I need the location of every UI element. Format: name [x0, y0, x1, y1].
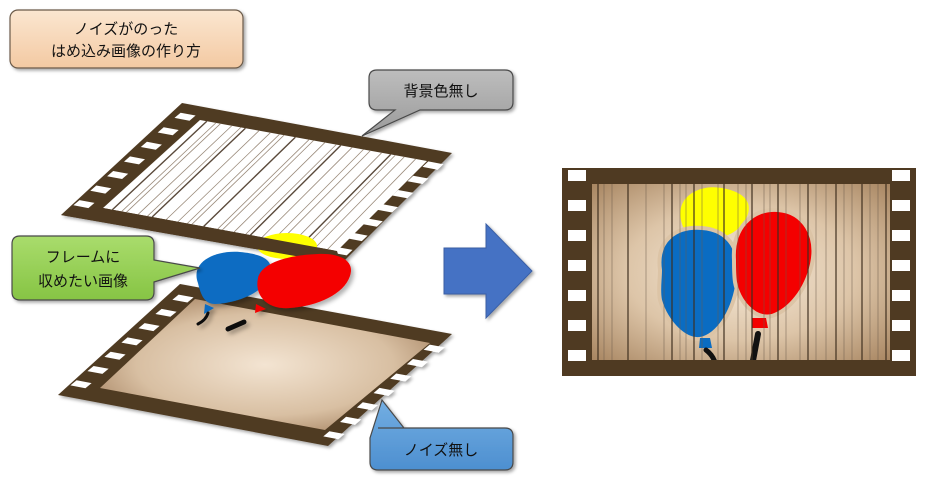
film-hole [157, 127, 179, 136]
balloon-blue-left [196, 251, 272, 304]
result-noise-lines [597, 184, 887, 360]
noise-line [186, 134, 280, 224]
noise-line [249, 144, 342, 236]
film-hole [361, 218, 383, 227]
film-hole [172, 294, 194, 303]
noise-line [245, 144, 337, 235]
film-hole [373, 387, 395, 396]
noise-line [301, 153, 392, 246]
film-hole [422, 161, 444, 170]
film-hole [892, 350, 910, 361]
film-hole [377, 204, 398, 213]
balloon-red-result [731, 207, 816, 319]
film-hole [155, 308, 177, 317]
film-hole [892, 290, 910, 301]
noise-line [121, 122, 217, 212]
noise-line [111, 120, 208, 211]
noise-line [191, 134, 285, 225]
film-hole [568, 170, 586, 181]
film-hole [124, 156, 145, 165]
result-balloons [657, 187, 816, 360]
callout-frame-image-line-1: フレームに [46, 248, 121, 266]
top-noise-lines [111, 120, 416, 250]
balloon-red-left [257, 253, 352, 309]
noise-line [292, 152, 382, 244]
top-film-holes [73, 112, 444, 256]
noise-line [222, 140, 314, 231]
film-hole [407, 175, 429, 184]
film-hole [568, 230, 586, 241]
title-box [9, 9, 244, 69]
film-hole [390, 373, 412, 382]
noise-line [177, 132, 271, 223]
callout-no-noise [369, 398, 514, 471]
film-hole [107, 171, 129, 179]
result-film-holes [568, 170, 910, 361]
film-hole [87, 366, 109, 374]
film-hole [568, 290, 586, 301]
title-line-2: はめ込み画像の作り方 [51, 42, 201, 60]
noise-line [147, 127, 242, 217]
film-hole [73, 200, 95, 209]
balloon-blue-result [657, 225, 741, 341]
film-hole [121, 337, 143, 346]
film-hole [356, 402, 378, 411]
right-arrow [443, 222, 533, 320]
film-hole [892, 260, 910, 271]
floating-balloons [196, 251, 352, 332]
title-line-1: ノイズがのった [74, 20, 179, 38]
film-hole [568, 350, 586, 361]
noise-line [233, 142, 326, 233]
film-hole [892, 320, 910, 331]
noise-line [126, 123, 221, 213]
film-hole [568, 260, 586, 271]
bottom-film-holes [70, 294, 445, 440]
film-hole [90, 185, 112, 194]
noise-line [273, 149, 364, 240]
noise-line [137, 125, 233, 215]
film-hole [892, 170, 910, 181]
film-hole [568, 320, 586, 331]
film-hole [138, 323, 160, 332]
noise-line [261, 147, 353, 238]
film-hole [568, 200, 586, 211]
callout-no-noise-text: ノイズ無し [404, 441, 479, 459]
film-hole [140, 141, 162, 150]
film-hole [406, 359, 428, 368]
film-hole [104, 351, 126, 360]
noise-line [151, 127, 246, 218]
film-hole [392, 190, 414, 199]
film-hole [323, 431, 345, 440]
noise-line [203, 136, 296, 227]
film-hole [892, 230, 910, 241]
film-hole [340, 416, 362, 425]
noise-line [327, 158, 416, 250]
noise-line [217, 139, 310, 230]
film-hole [423, 344, 445, 353]
film-hole [70, 380, 92, 389]
result-film-frame [562, 168, 916, 376]
noise-line [315, 156, 405, 248]
noise-line [306, 154, 396, 246]
film-hole [892, 200, 910, 211]
noise-line [165, 130, 260, 220]
callout-frame-image-line-2: 収めたい画像 [38, 272, 128, 290]
film-hole [174, 112, 196, 121]
callout-no-background [361, 69, 514, 137]
bottom-film-frame [58, 284, 452, 446]
callout-frame-image [11, 235, 201, 301]
noise-line [280, 150, 371, 241]
film-hole [346, 232, 368, 242]
callout-no-background-text: 背景色無し [403, 82, 478, 100]
top-film-front-edge [61, 208, 341, 264]
